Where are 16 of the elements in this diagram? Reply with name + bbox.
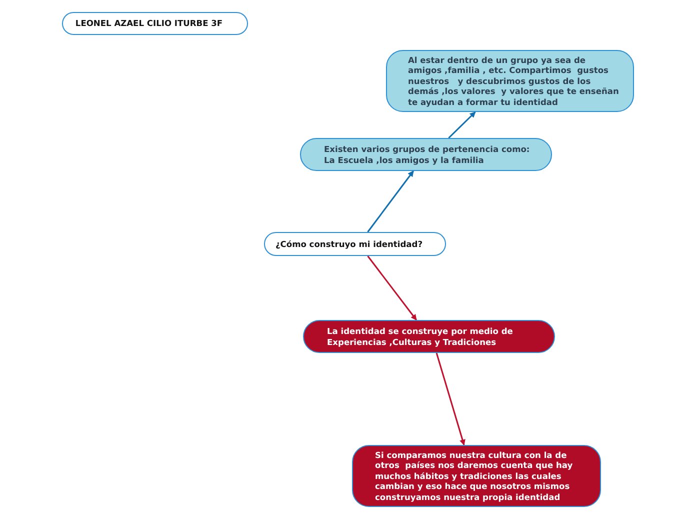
node-text: LEONEL AZAEL CILIO ITURBE 3F: [75, 18, 223, 29]
rounded-box: [352, 445, 601, 507]
node-text: Al estar dentro de un grupo ya sea de amigos ,familia , etc. Compartimos gustos nuestros y descubrimos gustos de los demás ,los valores y valores que te enseñan te ayudan a formar tu identidad: [408, 54, 620, 108]
node-text: Si comparamos nuestra cultura con la de otros países nos daremos cuenta que hay muchos hábitos y tradiciones las cuales cambian y eso hace que nosotros mismos construyamos nuestra propia identidad: [375, 450, 574, 502]
title-box: [62, 12, 248, 35]
arrow: [367, 256, 417, 320]
arrow: [367, 170, 414, 232]
node-text: La identidad se construye por medio de Experiencias ,Culturas y Tradiciones: [327, 326, 514, 347]
arrow: [436, 352, 466, 446]
node-text: Existen varios grupos de pertenencia como: La Escuela ,los amigos y la familia: [324, 144, 531, 165]
arrow: [448, 111, 476, 139]
node-text: ¿Cómo construyo mi identidad?: [275, 238, 423, 250]
rounded-box: [300, 138, 552, 171]
question-box: [264, 232, 446, 256]
rounded-box: [303, 320, 555, 353]
rounded-box: [386, 50, 634, 112]
